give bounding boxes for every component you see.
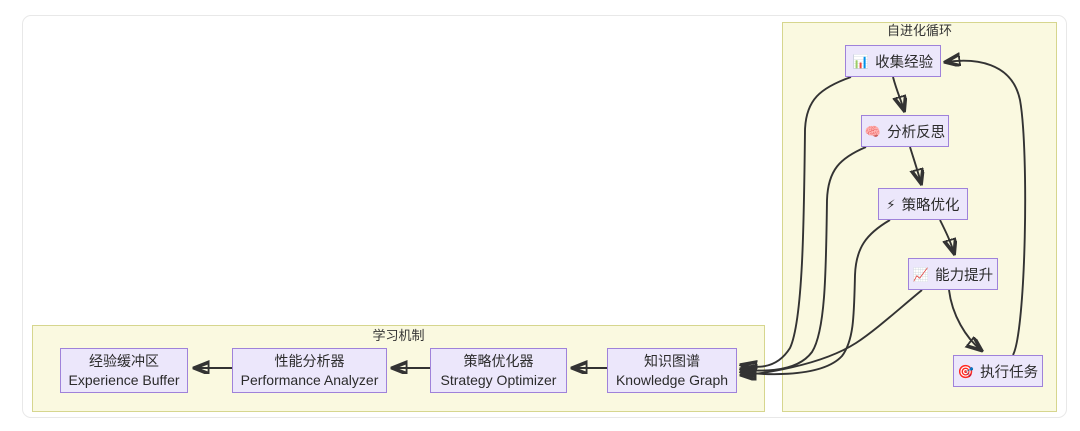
node-knowledge-graph[interactable]: 知识图谱 Knowledge Graph: [607, 348, 737, 393]
node-strategy-optimizer[interactable]: 策略优化器 Strategy Optimizer: [430, 348, 567, 393]
node-knowledge-graph-label-zh: 知识图谱: [644, 353, 700, 370]
node-collect-experience[interactable]: 📊 收集经验: [845, 45, 941, 77]
node-collect-experience-label: 收集经验: [875, 54, 934, 71]
chart-up-icon: 📈: [912, 266, 930, 282]
node-experience-buffer[interactable]: 经验缓冲区 Experience Buffer: [60, 348, 188, 393]
node-performance-analyzer[interactable]: 性能分析器 Performance Analyzer: [232, 348, 387, 393]
node-capability-improvement-label: 能力提升: [935, 267, 994, 284]
node-strategy-optimizer-label-en: Strategy Optimizer: [440, 371, 557, 388]
node-strategy-optimization-label: 策略优化: [901, 197, 960, 214]
node-execute-task-label: 执行任务: [980, 364, 1039, 381]
cluster-self-evolution-label: 自进化循环: [886, 23, 952, 38]
node-performance-analyzer-label-zh: 性能分析器: [274, 353, 345, 370]
bar-chart-icon: 📊: [852, 53, 870, 69]
lightning-icon: ⚡: [886, 196, 896, 212]
node-knowledge-graph-label-en: Knowledge Graph: [615, 371, 729, 388]
node-execute-task[interactable]: 🎯 执行任务: [953, 355, 1043, 387]
node-capability-improvement[interactable]: 📈 能力提升: [908, 258, 998, 290]
node-performance-analyzer-label-en: Performance Analyzer: [240, 371, 379, 388]
target-icon: 🎯: [957, 363, 975, 379]
node-experience-buffer-label-zh: 经验缓冲区: [89, 353, 159, 370]
brain-icon: 🧠: [864, 123, 882, 139]
node-experience-buffer-label-en: Experience Buffer: [68, 371, 180, 388]
node-analyze-reflect-label: 分析反思: [887, 124, 946, 141]
node-strategy-optimizer-label-zh: 策略优化器: [463, 353, 534, 370]
cluster-learning-mechanism-label: 学习机制: [372, 328, 425, 343]
node-analyze-reflect[interactable]: 🧠 分析反思: [861, 115, 949, 147]
node-strategy-optimization[interactable]: ⚡ 策略优化: [878, 188, 968, 220]
